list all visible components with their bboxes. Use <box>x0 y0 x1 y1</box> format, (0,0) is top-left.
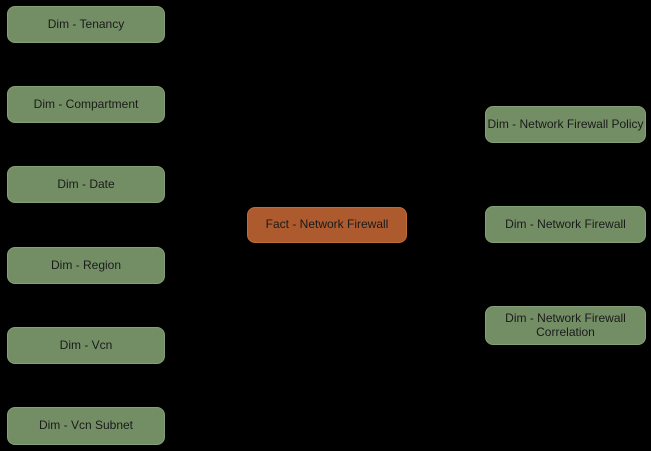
node-label: Dim - Network Firewall Policy <box>487 116 644 131</box>
node-label: Dim - Compartment <box>33 96 139 111</box>
node-dim-vcn-subnet: Dim - Vcn Subnet <box>7 407 165 445</box>
node-dim-compartment: Dim - Compartment <box>7 86 165 123</box>
node-label: Dim - Region <box>50 257 122 272</box>
node-label: Dim - Vcn <box>59 337 113 352</box>
node-dim-tenancy: Dim - Tenancy <box>7 6 165 43</box>
node-label: Dim - Date <box>57 176 115 191</box>
node-label: Dim - Tenancy <box>47 16 125 31</box>
node-dim-region: Dim - Region <box>7 247 165 284</box>
node-label: Dim - Network Firewall <box>505 216 626 231</box>
node-fact-network-firewall: Fact - Network Firewall <box>247 207 407 243</box>
node-dim-date: Dim - Date <box>7 166 165 203</box>
node-dim-network-firewall-policy: Dim - Network Firewall Policy <box>485 106 646 143</box>
node-label: Fact - Network Firewall <box>265 217 389 232</box>
node-dim-network-firewall: Dim - Network Firewall <box>485 206 646 243</box>
node-label: Dim - Network Firewall Correlation <box>505 310 626 339</box>
node-label: Dim - Vcn Subnet <box>38 418 134 433</box>
node-dim-vcn: Dim - Vcn <box>7 327 165 364</box>
node-dim-network-firewall-correlation: Dim - Network Firewall Correlation <box>485 306 646 345</box>
